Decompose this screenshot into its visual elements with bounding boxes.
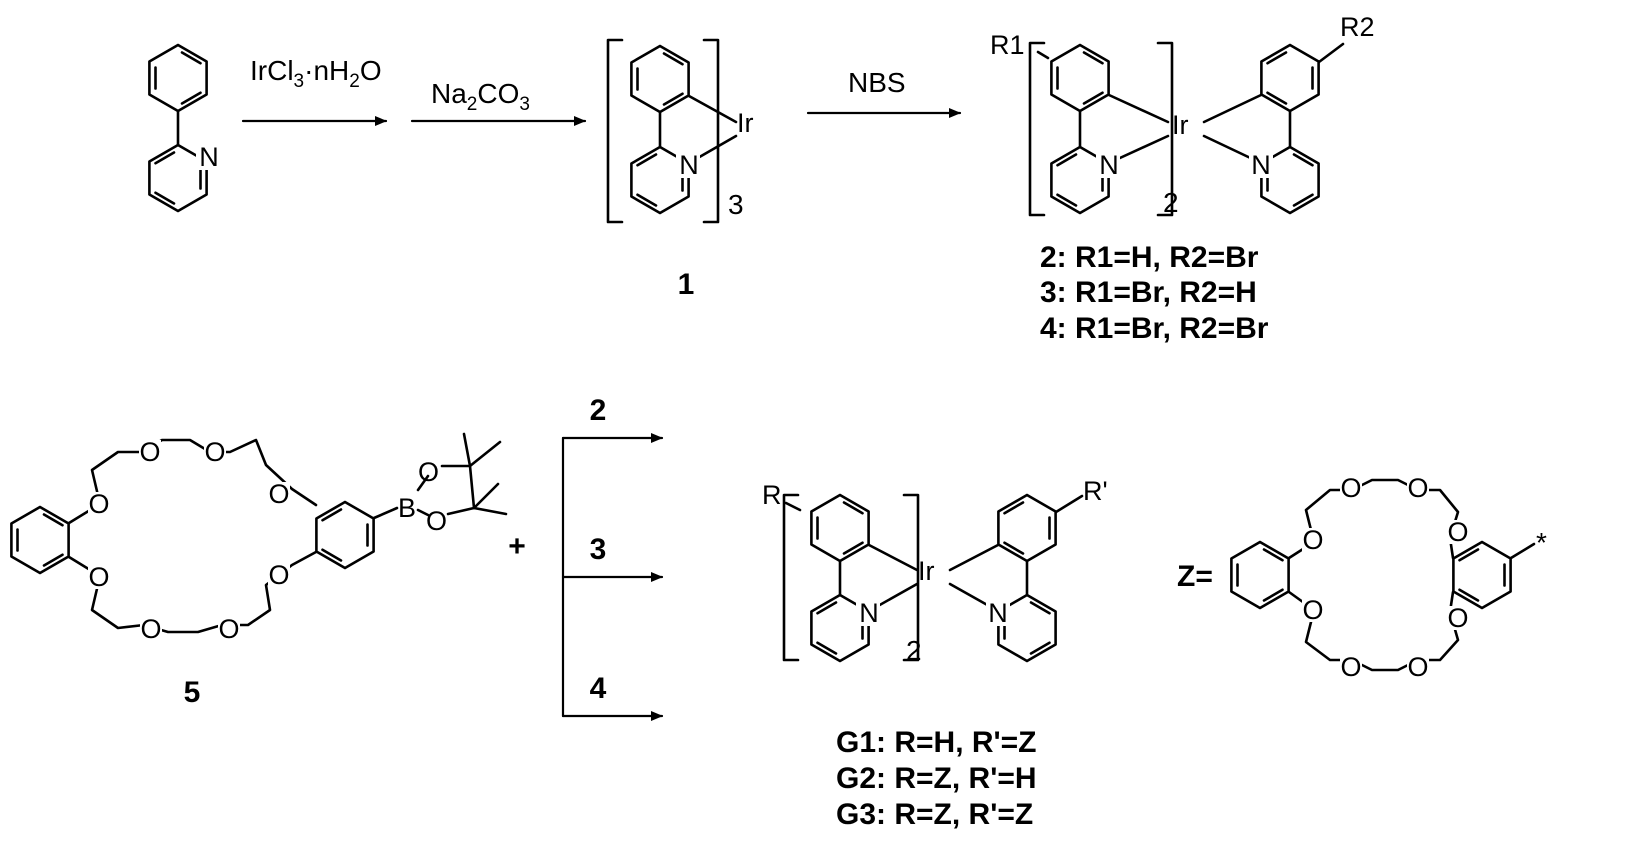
- oxygen-atom-label: O: [1302, 525, 1323, 555]
- oxygen-atom-label: O: [88, 562, 109, 592]
- legend-line: G2: R=Z, R'=H: [836, 762, 1037, 795]
- reagent-ircl3: IrCl3·nH2O: [250, 55, 382, 92]
- compound-g-structure: R N 2 Ir N R': [762, 476, 1108, 666]
- phenylpyridine-structure: N: [148, 43, 222, 213]
- ligand-count-2: 2: [1163, 187, 1179, 218]
- legend-line: 3: R1=Br, R2=H: [1040, 276, 1257, 309]
- compound-1-structure: N Ir 3 1: [606, 38, 754, 301]
- plus-sign: +: [508, 530, 526, 563]
- legend-line: 4: R1=Br, R2=Br: [1040, 312, 1269, 345]
- r1-label: R1: [990, 30, 1025, 60]
- nitrogen-atom-label: N: [1099, 150, 1119, 180]
- oxygen-atom-label: O: [1340, 473, 1361, 503]
- oxygen-atom-label: O: [139, 437, 160, 467]
- oxygen-atom-label: O: [1407, 473, 1428, 503]
- oxygen-atom-label: O: [218, 614, 239, 644]
- legend-bottom: G1: R=H, R'=Z G2: R=Z, R'=H G3: R=Z, R'=…: [836, 726, 1037, 831]
- legend-top: 2: R1=H, R2=Br 3: R1=Br, R2=H 4: R1=Br, …: [1040, 241, 1269, 345]
- compound-5-structure: O O O O O O O O B O O 5: [10, 432, 508, 709]
- iridium-atom-label: Ir: [737, 108, 754, 138]
- ligand-count-2: 2: [906, 635, 922, 666]
- oxygen-atom-label: O: [1302, 595, 1323, 625]
- legend-line: 2: R1=H, R2=Br: [1040, 241, 1259, 274]
- boron-atom-label: B: [398, 493, 416, 523]
- reagent-na2co3: Na2CO3: [431, 78, 530, 115]
- step1-arrows: IrCl3·nH2O Na2CO3: [241, 55, 587, 126]
- nitrogen-atom-label: N: [1251, 150, 1271, 180]
- iridium-atom-label: Ir: [918, 556, 935, 586]
- oxygen-atom-label: O: [426, 506, 447, 536]
- nitrogen-atom-label: N: [199, 142, 219, 172]
- compound-label-5: 5: [184, 676, 201, 709]
- r-label: R: [762, 480, 782, 510]
- z-equals-label: Z=: [1177, 560, 1213, 593]
- oxygen-atom-label: O: [1407, 652, 1428, 682]
- oxygen-atom-label: O: [268, 479, 289, 509]
- nitrogen-atom-label: N: [859, 598, 879, 628]
- oxygen-atom-label: O: [204, 437, 225, 467]
- legend-line: G3: R=Z, R'=Z: [836, 798, 1033, 831]
- compound-2-4-structure: R1 N 2 Ir N R2: [990, 12, 1375, 218]
- attachment-star: *: [1536, 527, 1547, 558]
- reagent-nbs: NBS: [848, 67, 906, 98]
- nitrogen-atom-label: N: [679, 150, 699, 180]
- oxygen-atom-label: O: [1340, 652, 1361, 682]
- branch-arrows: 2 3 4: [561, 394, 664, 721]
- r2-label: R2: [1340, 12, 1375, 42]
- iridium-atom-label: Ir: [1172, 110, 1189, 140]
- z-substituent-structure: Z= O O O O O O O O *: [1177, 473, 1547, 682]
- oxygen-atom-label: O: [1447, 517, 1468, 547]
- reagent-label-4: 4: [590, 672, 607, 705]
- compound-label-1: 1: [678, 268, 695, 301]
- nitrogen-atom-label: N: [988, 598, 1008, 628]
- reagent-label-3: 3: [590, 533, 607, 566]
- oxygen-atom-label: O: [88, 489, 109, 519]
- oxygen-atom-label: O: [268, 560, 289, 590]
- reagent-label-2: 2: [590, 394, 607, 427]
- oxygen-atom-label: O: [418, 457, 439, 487]
- legend-line: G1: R=H, R'=Z: [836, 726, 1037, 759]
- r-prime-label: R': [1083, 476, 1108, 506]
- ligand-count-3: 3: [728, 189, 744, 220]
- oxygen-atom-label: O: [1447, 603, 1468, 633]
- oxygen-atom-label: O: [140, 614, 161, 644]
